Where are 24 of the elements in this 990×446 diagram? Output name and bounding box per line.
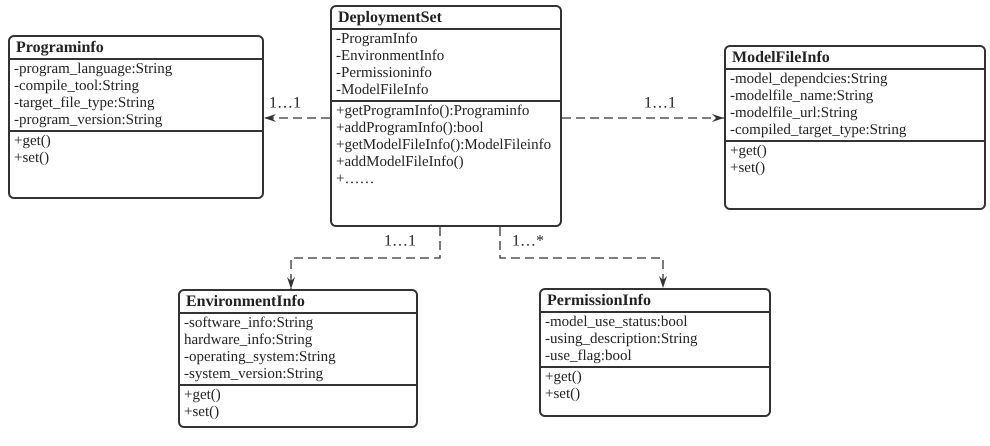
method-list: +get() +set() <box>545 369 582 403</box>
attribute-list: -ProgramInfo -EnvironmentInfo -Permissioninfo -ModelFileInfo <box>336 31 444 99</box>
dependency-arrow <box>499 227 667 288</box>
class-name: ModelFileInfo <box>731 48 831 68</box>
dependency-arrow <box>562 114 724 122</box>
class-name: EnvironmentInfo <box>185 292 306 312</box>
attribute-list: -program_language:String -compile_tool:String -target_file_type:String -program_version:String <box>14 61 172 129</box>
attribute-list: -model_dependcies:String -modelfile_name:String -modelfile_url:String -compiled_target_type:String <box>730 71 906 139</box>
class-box <box>724 45 986 210</box>
class-name: DeploymentSet <box>337 8 443 28</box>
dependency-arrow <box>287 227 441 289</box>
method-list: +get() +set() <box>14 133 51 167</box>
class-box <box>178 289 418 428</box>
attribute-list: -model_use_status:bool -using_description:String -use_flag:bool <box>545 314 698 365</box>
method-list: +get() +set() <box>184 387 221 421</box>
class-box <box>330 5 562 227</box>
dependency-arrow <box>264 114 330 122</box>
method-list: +get() +set() <box>730 143 767 177</box>
method-list: +getProgramInfo():Programinfo +addProgramInfo():bool +getModelFileInfo():ModelFileinfo +addModelFileInfo() +…… <box>336 103 552 188</box>
attribute-list: -software_info:String hardware_info:String -operating_system:String -system_version:String <box>184 315 336 383</box>
class-box <box>8 35 264 199</box>
class-name: Programinfo <box>15 38 105 58</box>
class-box <box>539 288 771 417</box>
class-name: PermissionInfo <box>546 291 652 311</box>
